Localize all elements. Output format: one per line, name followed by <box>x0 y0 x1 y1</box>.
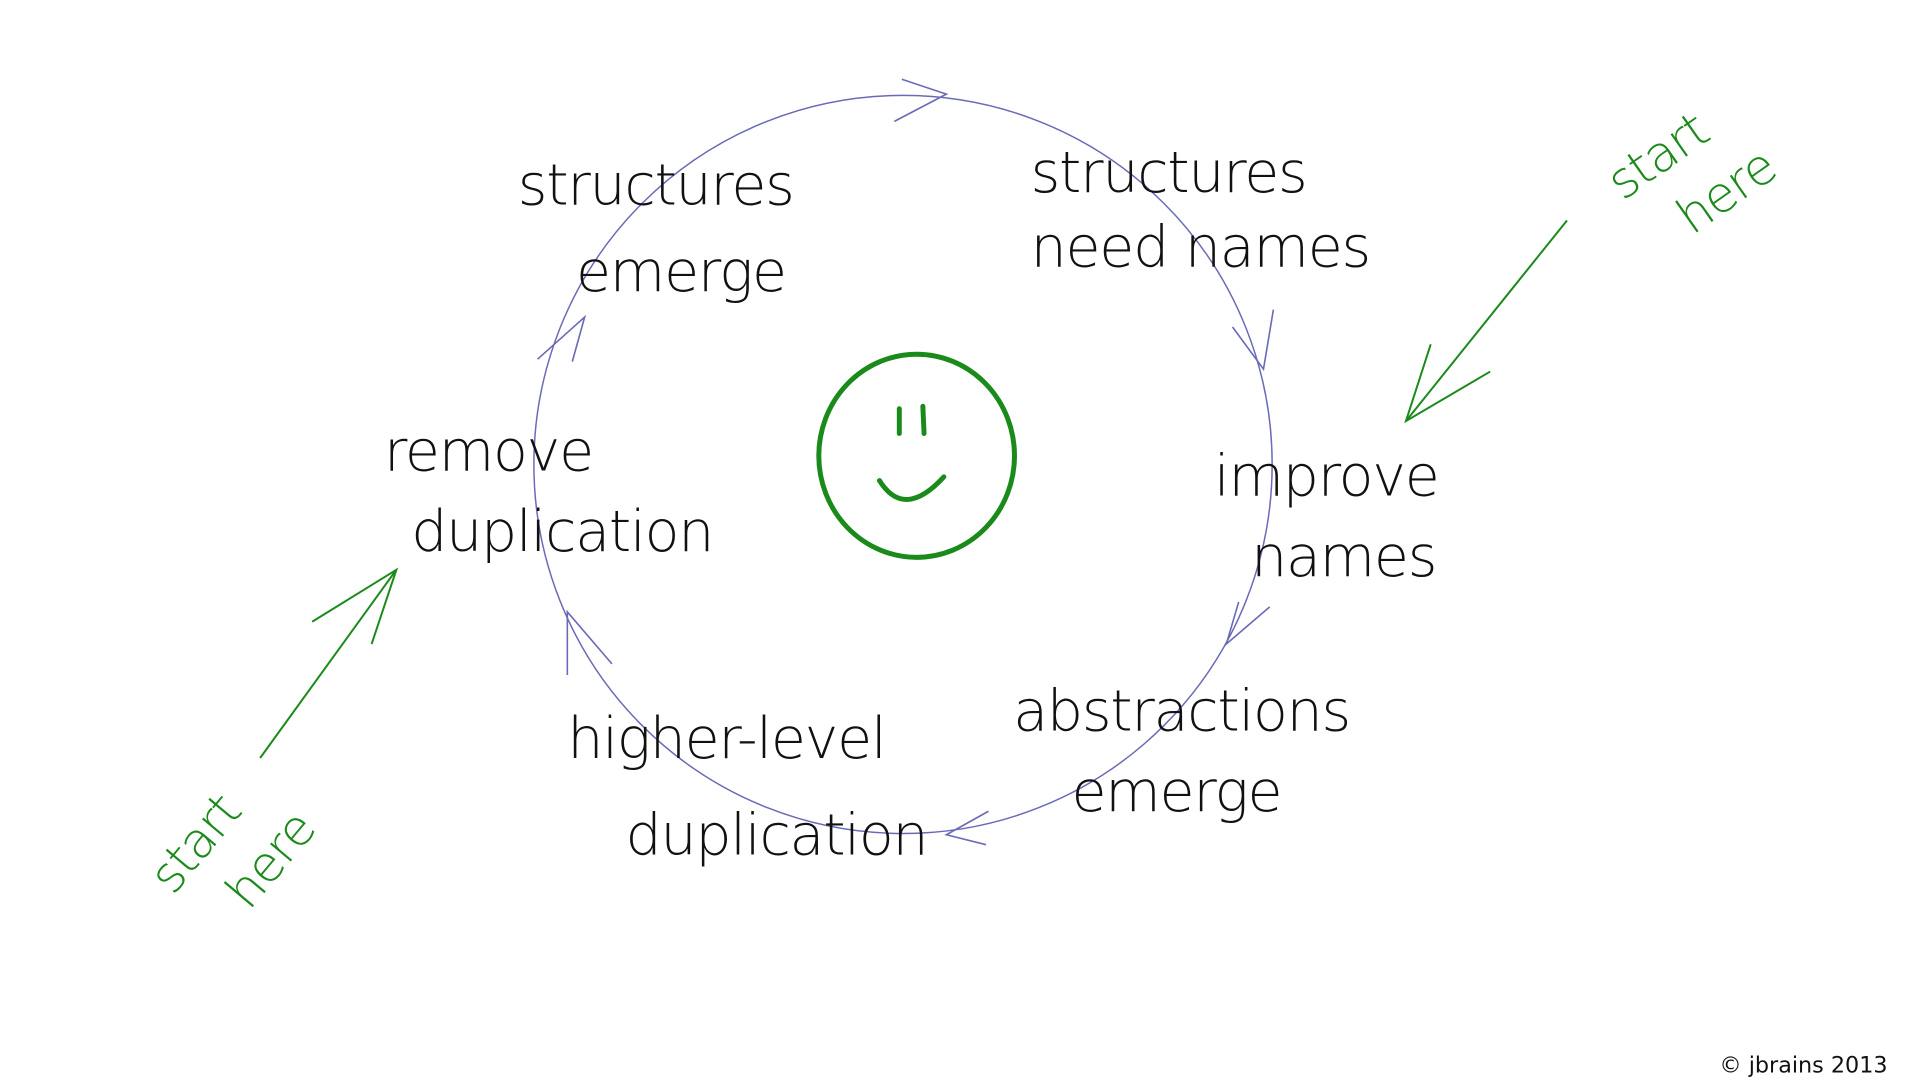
start-arrow-left-icon <box>259 567 399 759</box>
copyright-signature: © jbrains 2013 <box>1719 1053 1887 1079</box>
arrowhead-bottom-icon <box>944 810 989 846</box>
smiley-face-icon <box>816 351 1017 560</box>
start-here-left: starthere <box>138 756 327 947</box>
cycle-circle <box>533 94 1273 835</box>
arrowhead-top-icon <box>893 78 949 123</box>
arrowhead-right-lower-icon <box>1224 601 1271 647</box>
start-here-right: starthere <box>1596 81 1786 267</box>
cycle-arrowheads <box>537 78 1275 846</box>
arrowhead-right-upper-icon <box>1231 309 1275 372</box>
arrowhead-left-upper-icon <box>537 314 587 362</box>
arrowhead-left-lower-icon <box>566 609 613 675</box>
start-arrow-right-icon <box>1404 219 1568 424</box>
